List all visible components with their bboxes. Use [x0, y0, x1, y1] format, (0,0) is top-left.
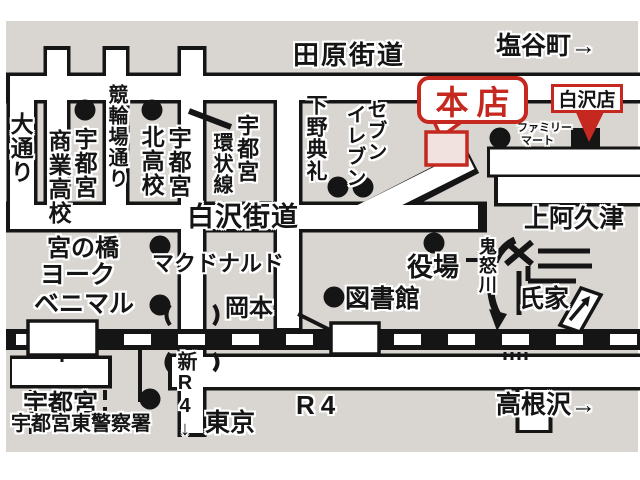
dot-mcdonalds — [149, 235, 171, 257]
label-takanezawa: 高根沢→ — [496, 391, 597, 419]
honten-callout-text: 本店 — [435, 84, 518, 121]
railway — [6, 285, 640, 357]
label-shin-r4: 新R4↓ — [174, 351, 196, 441]
side-streets — [29, 390, 107, 438]
dot-kita-high-school — [141, 99, 163, 121]
label-mcdonalds: マクドナルド — [152, 251, 285, 276]
label-shirasawa-kaido: 白沢街道 — [187, 202, 299, 232]
label-kanjosen-col-right: 宇都宮 — [234, 114, 260, 183]
label-keirinjo-dori: 競輪場通り — [105, 84, 127, 189]
label-shimotsuke-tenrei: 下野典礼 — [304, 94, 328, 182]
label-familymart-line1: ファミリー — [517, 122, 572, 134]
label-okamoto: 岡本 — [225, 295, 273, 322]
okamoto-station-box — [329, 321, 381, 356]
label-seven-col-left: イレブン — [343, 104, 365, 188]
label-r4: R4 — [296, 390, 342, 420]
utsunomiya-station-box — [26, 319, 99, 357]
dot-shogyo-high-school — [74, 99, 96, 121]
label-miya-no-hashi: 宮の橋 — [47, 235, 119, 262]
label-utsunomiya-station: 宇都宮 — [23, 390, 99, 418]
label-kita-col-right: 宇都宮 — [165, 126, 192, 198]
label-york-line1: ヨーク — [40, 261, 116, 289]
honten-building — [424, 130, 469, 167]
label-kinugawa: 鬼怒川 — [476, 237, 497, 294]
label-shogyo-col-left: 商業高校 — [45, 129, 72, 225]
label-tokyo: 東京 — [205, 409, 256, 437]
shirasawa-branch-arrow — [574, 108, 606, 142]
shirasawa-branch-callout: 白沢店 — [551, 84, 623, 113]
label-ujiie: 氏家 — [519, 285, 570, 313]
dot-shimotsuke-tenrei — [327, 176, 349, 198]
label-yakuba: 役場 — [407, 252, 460, 282]
kinugawa-river-arrow — [487, 236, 517, 331]
kanjosen-leader-line — [187, 108, 233, 130]
label-familymart-line2: マート — [521, 135, 554, 147]
dot-seven-eleven — [352, 176, 374, 198]
rail-crossing-flares — [164, 303, 220, 373]
label-tahara-kaido: 田原街道 — [293, 40, 406, 70]
r4-bridge-ticks — [503, 352, 528, 360]
label-police-station: 宇都宮東警察署 — [11, 413, 151, 435]
label-kanjosen-col-left: 環状線 — [210, 132, 232, 195]
label-shogyo-col-right: 宇都宮 — [71, 127, 98, 199]
shirasawa-branch-callout-text: 白沢店 — [558, 90, 616, 111]
location-dots — [74, 99, 511, 410]
dot-familymart — [489, 127, 511, 149]
dot-york-benimaru — [149, 294, 171, 316]
dot-toshokan — [323, 286, 345, 308]
label-odori: 大通り — [7, 112, 34, 184]
label-toshokan: 図書館 — [345, 285, 421, 313]
dot-yakuba — [423, 232, 445, 254]
label-kami-akutsu: 上阿久津 — [524, 205, 625, 233]
label-york-line2: ベニマル — [34, 290, 135, 318]
ujiie-street-grid — [525, 248, 592, 284]
detail-lines — [29, 108, 592, 438]
label-seven-col-right: セブン — [364, 99, 386, 162]
dot-police-station — [139, 388, 161, 410]
honten-callout: 本店 — [417, 76, 528, 124]
label-kita-col-left: 北高校 — [138, 125, 165, 197]
label-shioya-machi: 塩谷町→ — [496, 32, 597, 60]
railway-direction-arrow — [557, 285, 604, 335]
